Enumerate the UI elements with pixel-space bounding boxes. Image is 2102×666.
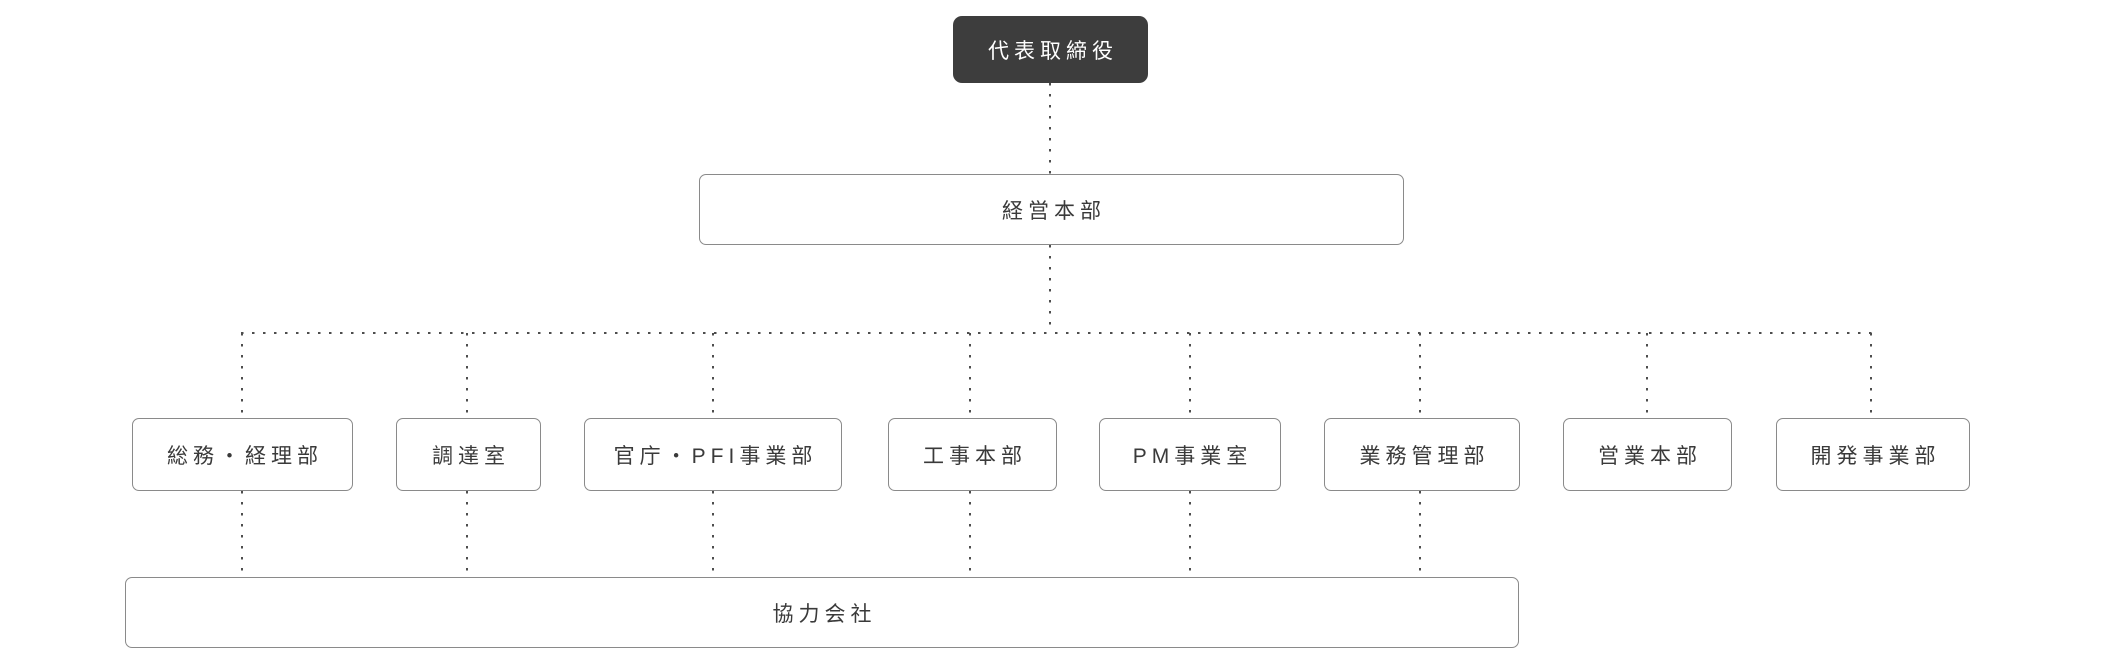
org-node-label: PM事業室 xyxy=(1132,444,1253,468)
org-node-label: 経営本部 xyxy=(1002,199,1106,223)
connector-dept-3-to-partner xyxy=(969,491,971,577)
org-node-partner-companies: 協力会社 xyxy=(125,577,1519,648)
connector-stub-dept-3 xyxy=(969,333,971,418)
org-node-label: 総務・経理部 xyxy=(167,444,323,468)
connector-stub-dept-5 xyxy=(1419,333,1421,418)
org-node-construction-headquarters: 工事本部 xyxy=(888,418,1057,491)
org-node-government-pfi-division: 官庁・PFI事業部 xyxy=(584,418,842,491)
org-node-management-headquarters: 経営本部 xyxy=(699,174,1404,245)
org-node-label: 開発事業部 xyxy=(1810,444,1941,468)
org-node-label: 調達室 xyxy=(432,444,510,468)
connector-stub-dept-7 xyxy=(1870,333,1872,418)
connector-departments-horizontal xyxy=(241,332,1873,334)
connector-stub-dept-1 xyxy=(466,333,468,418)
connector-management-to-departments xyxy=(1049,245,1051,333)
connector-stub-dept-4 xyxy=(1189,333,1191,418)
org-node-label: 工事本部 xyxy=(923,444,1027,468)
connector-dept-1-to-partner xyxy=(466,491,468,577)
org-node-operations-management: 業務管理部 xyxy=(1324,418,1520,491)
connector-dept-5-to-partner xyxy=(1419,491,1421,577)
connector-stub-dept-2 xyxy=(712,333,714,418)
org-node-sales-headquarters: 営業本部 xyxy=(1563,418,1732,491)
connector-dept-4-to-partner xyxy=(1189,491,1191,577)
connector-stub-dept-6 xyxy=(1646,333,1648,418)
org-node-development-division: 開発事業部 xyxy=(1776,418,1970,491)
org-node-pm-business-office: PM事業室 xyxy=(1099,418,1281,491)
connector-dept-2-to-partner xyxy=(712,491,714,577)
org-node-label: 官庁・PFI事業部 xyxy=(613,444,818,468)
org-node-representative-director: 代表取締役 xyxy=(953,16,1148,83)
connector-stub-dept-0 xyxy=(241,333,243,418)
connector-root-to-management xyxy=(1049,83,1051,174)
org-node-label: 業務管理部 xyxy=(1359,444,1490,468)
connector-dept-0-to-partner xyxy=(241,491,243,577)
org-node-label: 協力会社 xyxy=(772,602,877,626)
org-node-general-affairs-accounting: 総務・経理部 xyxy=(132,418,353,491)
org-node-procurement-office: 調達室 xyxy=(396,418,541,491)
org-node-label: 営業本部 xyxy=(1598,444,1702,468)
org-node-label: 代表取締役 xyxy=(988,39,1118,63)
